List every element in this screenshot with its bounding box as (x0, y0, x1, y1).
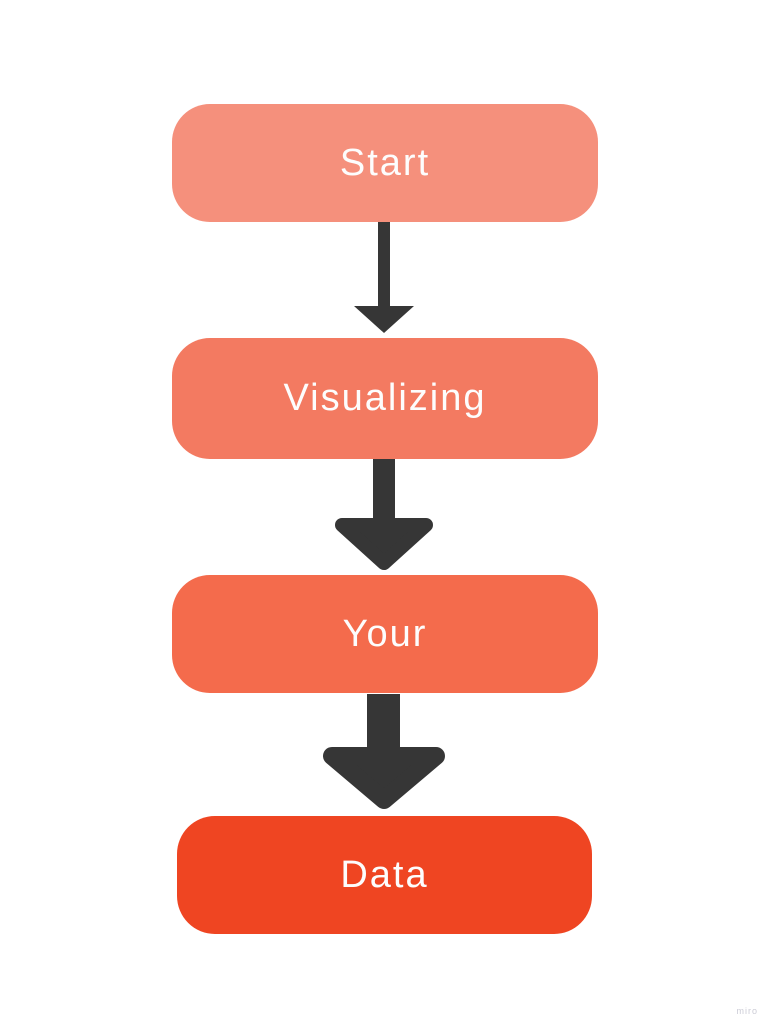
arrow-down-icon (354, 222, 414, 333)
flow-node-visualizing: Visualizing (172, 338, 598, 459)
flow-node-start: Start (172, 104, 598, 222)
flow-node-data: Data (177, 816, 592, 934)
arrow-down-icon (335, 459, 433, 570)
flow-node-start-label: Start (339, 141, 431, 184)
flow-node-your-label: Your (342, 612, 428, 655)
flow-node-your: Your (172, 575, 598, 693)
miro-watermark: miro (736, 1006, 758, 1016)
flow-node-visualizing-label: Visualizing (283, 377, 487, 419)
arrow-down-icon (323, 694, 445, 809)
flow-node-data-label: Data (340, 853, 429, 896)
